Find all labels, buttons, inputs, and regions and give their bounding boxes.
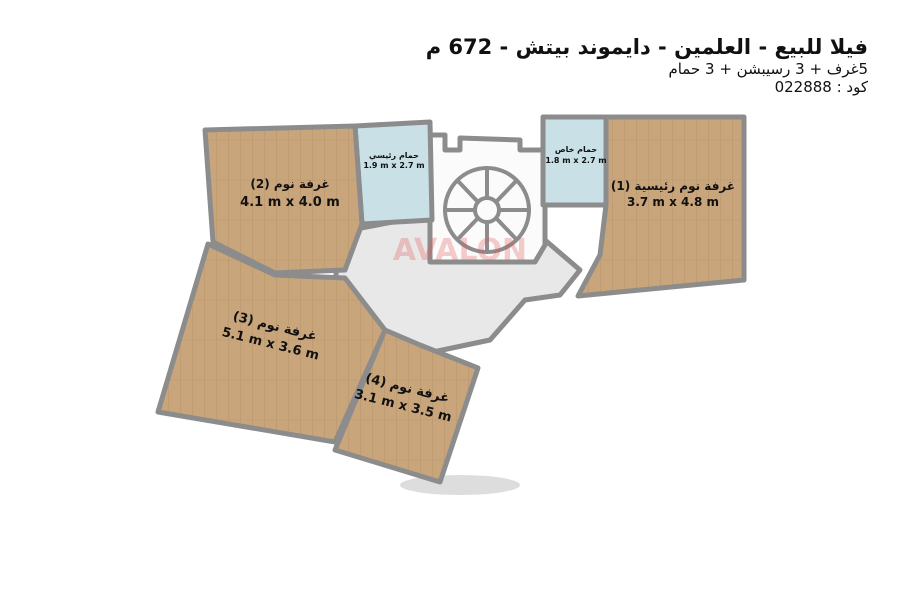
watermark-logo: AVALON <box>393 233 527 268</box>
room-size: 1.9 m x 2.7 m <box>363 161 424 170</box>
room-name: حمام خاص <box>555 145 598 155</box>
private-bathroom-label: حمام خاص 1.8 m x 2.7 m <box>545 145 606 165</box>
room-size: 1.8 m x 2.7 m <box>545 156 606 165</box>
listing-title: فيلا للبيع - العلمين - دايموند بيتش - 67… <box>425 35 868 59</box>
listing-subtitle: 5غرف + 3 رسيبشن + 3 حمام <box>668 60 868 78</box>
main-bathroom <box>352 119 435 227</box>
room-size: 4.1 m x 4.0 m <box>240 195 340 210</box>
room-name: غرفة نوم رئيسية (1) <box>611 179 735 194</box>
room-size: 3.7 m x 4.8 m <box>627 195 719 209</box>
bedroom-1 <box>575 114 747 299</box>
spiral-staircase <box>443 166 531 254</box>
bedroom-4 <box>332 327 481 485</box>
room-name: حمام رئيسي <box>369 151 419 160</box>
listing-header: فيلا للبيع - العلمين - دايموند بيتش - 67… <box>426 34 868 96</box>
bedroom-2-label: غرفة نوم (2) 4.1 m x 4.0 m <box>240 177 340 210</box>
listing-code: كود : 022888 <box>774 78 868 96</box>
bedroom-1-label: غرفة نوم رئيسية (1) 3.7 m x 4.8 m <box>611 179 735 209</box>
shadow <box>400 475 520 495</box>
room-name: غرفة نوم (2) <box>250 177 329 192</box>
main-bathroom-label: حمام رئيسي 1.9 m x 2.7 m <box>363 151 424 170</box>
bedroom-2 <box>202 123 365 276</box>
